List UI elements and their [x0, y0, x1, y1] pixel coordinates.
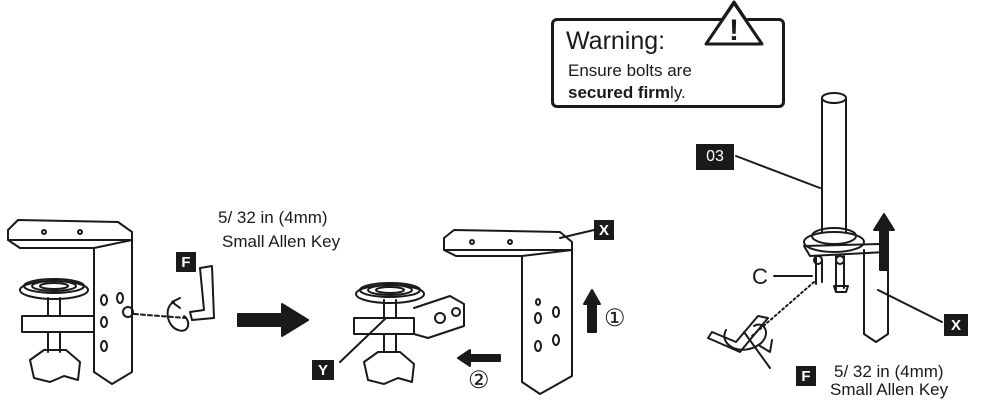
rotate-icon [166, 301, 190, 332]
warning-triangle-overlay: ! [704, 1, 764, 47]
leader-line-f-right [743, 331, 771, 369]
allen-key-size-label-right: 5/ 32 in (4mm) [834, 362, 944, 381]
tool-badge-f: F [176, 252, 196, 272]
allen-key-name-label-right: Small Allen Key [830, 380, 949, 399]
svg-text:!: ! [729, 14, 739, 47]
warning-line-2-rest: ly. [670, 83, 686, 102]
leader-line-x-right [877, 289, 943, 323]
warning-line-2: secured firmly. [568, 83, 686, 103]
alignment-line [133, 313, 187, 319]
warning-emphasis: secured firm [568, 83, 671, 102]
warning-title: Warning: [566, 27, 666, 55]
part-badge-x-right: X [944, 314, 968, 336]
step-marker-2: ② [468, 367, 490, 394]
desk-clamp-exploded [353, 229, 573, 395]
allen-key-name-label: Small Allen Key [222, 232, 341, 251]
part-badge-y: Y [312, 360, 334, 380]
up-arrow-icon [583, 289, 601, 333]
pole-up-arrow-icon [873, 213, 895, 271]
tool-badge-f-right: F [796, 366, 816, 386]
next-step-arrow-icon [237, 303, 309, 337]
left-arrow-icon [457, 349, 501, 367]
part-badge-x: X [594, 220, 614, 240]
leader-line-03 [735, 155, 821, 189]
allen-key-size-label: 5/ 32 in (4mm) [218, 208, 328, 227]
allen-key-icon [189, 265, 215, 321]
bolt-label-c: C [752, 264, 768, 289]
allen-key-icon-right [707, 315, 769, 353]
leader-line-x [559, 229, 595, 239]
alignment-line-right [751, 281, 815, 337]
desk-clamp-assembled [7, 219, 134, 385]
warning-line-1: Ensure bolts are [568, 61, 692, 80]
pole-mount-assembly [803, 92, 889, 343]
leader-line-y [339, 317, 387, 363]
rotate-icon-right [723, 323, 768, 351]
step-marker-1: ① [604, 305, 626, 332]
part-badge-03: 03 [696, 144, 734, 170]
